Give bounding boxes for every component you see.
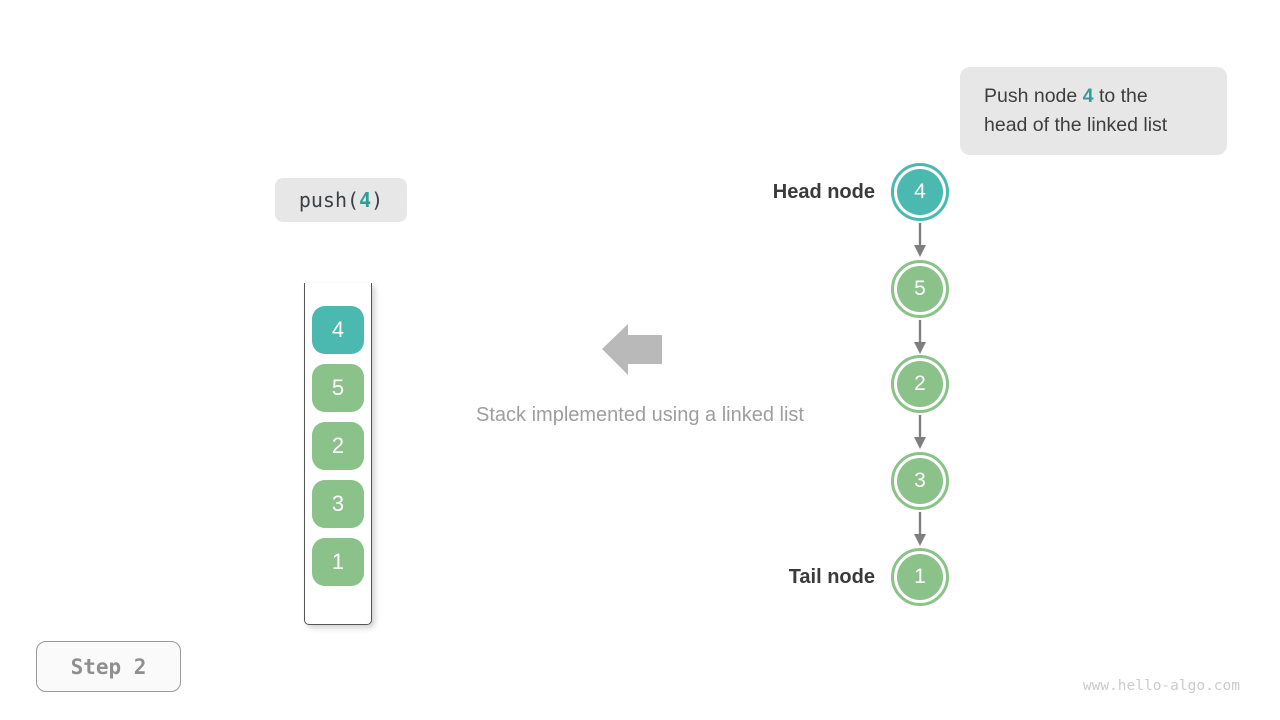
stack-block-value: 5 bbox=[331, 375, 345, 400]
stack-block: 3 bbox=[312, 480, 364, 528]
operation-arg: 4 bbox=[359, 188, 372, 212]
callout-box: Push node 4 to the head of the linked li… bbox=[960, 67, 1227, 155]
operation-fn: push( bbox=[298, 188, 360, 212]
down-arrow-icon bbox=[914, 415, 926, 449]
list-node-value: 1 bbox=[897, 554, 943, 600]
step-badge-label: Step 2 bbox=[70, 654, 147, 679]
tail-node-label: Tail node bbox=[788, 566, 875, 588]
list-node-value: 5 bbox=[897, 266, 943, 312]
stack-block-value: 2 bbox=[331, 433, 345, 458]
left-block-arrow-icon bbox=[602, 324, 662, 375]
operation-fn-close: ) bbox=[371, 188, 384, 212]
callout-highlight-value: 4 bbox=[1082, 85, 1094, 107]
head-node-label: Head node bbox=[772, 181, 875, 203]
stack-container: 4 5 2 3 1 bbox=[304, 283, 372, 625]
list-node: 3 bbox=[891, 452, 949, 510]
stack-block-value: 3 bbox=[331, 491, 345, 516]
stack-block-value: 4 bbox=[331, 317, 345, 342]
callout-text-line2: head of the linked list bbox=[984, 114, 1168, 136]
step-badge: Step 2 bbox=[36, 641, 181, 692]
list-node-value: 3 bbox=[897, 458, 943, 504]
list-node: 4 bbox=[891, 163, 949, 221]
callout-text: Push node bbox=[984, 85, 1083, 107]
list-node-value: 2 bbox=[897, 361, 943, 407]
stack-block: 2 bbox=[312, 422, 364, 470]
list-node-value: 4 bbox=[897, 169, 943, 215]
stack-block-value: 1 bbox=[331, 549, 345, 574]
stack-block: 5 bbox=[312, 364, 364, 412]
stack-block: 1 bbox=[312, 538, 364, 586]
stack-block: 4 bbox=[312, 306, 364, 354]
watermark-text: www.hello-algo.com bbox=[1082, 678, 1240, 694]
list-node: 1 bbox=[891, 548, 949, 606]
down-arrow-icon bbox=[914, 512, 926, 546]
operation-code-box: push(4) bbox=[275, 178, 407, 222]
caption-text: Stack implemented using a linked list bbox=[476, 404, 804, 426]
list-node: 5 bbox=[891, 260, 949, 318]
down-arrow-icon bbox=[914, 223, 926, 257]
list-node: 2 bbox=[891, 355, 949, 413]
down-arrow-icon bbox=[914, 320, 926, 354]
callout-text-after: to the bbox=[1093, 85, 1148, 107]
